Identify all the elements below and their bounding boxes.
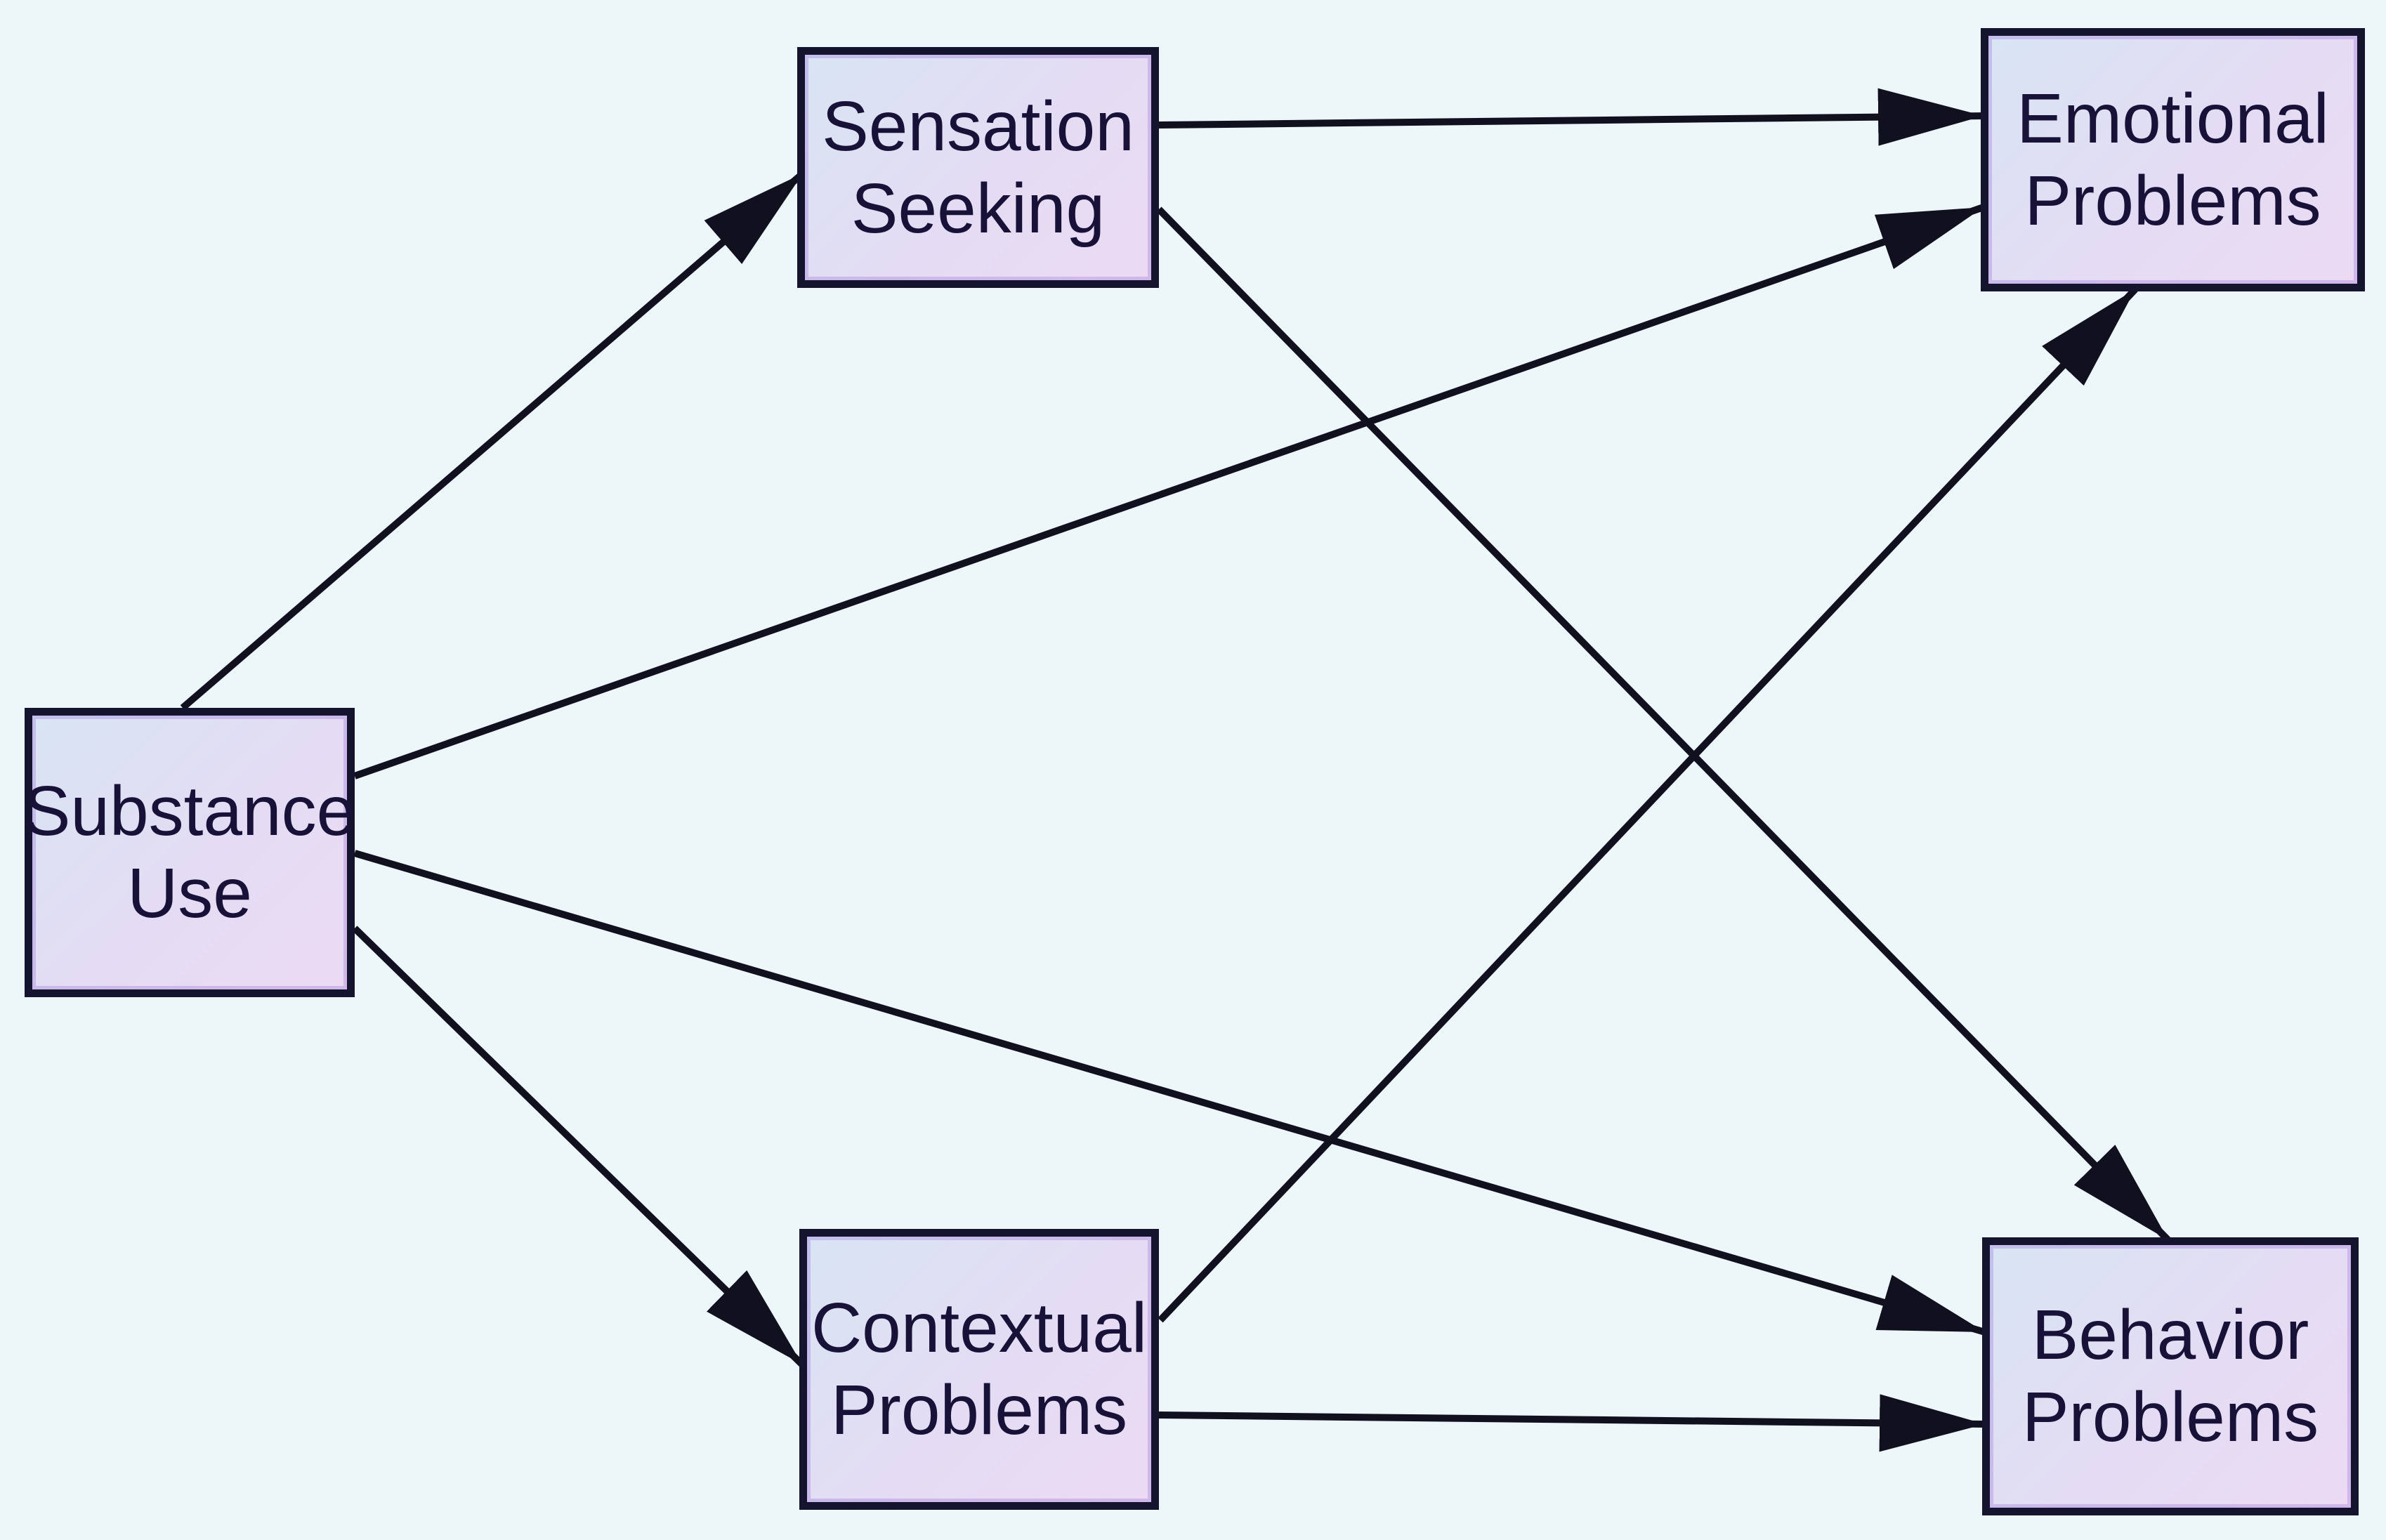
node-emotional-problems: Emotional Problems bbox=[1981, 28, 2365, 291]
node-emotional-problems-label-line2: Problems bbox=[2024, 161, 2321, 240]
node-emotional-problems-label-line1: Emotional bbox=[2017, 79, 2329, 158]
node-behavior-problems-label-line2: Problems bbox=[2021, 1378, 2319, 1456]
arrow-substance-use-to-contextual-problems bbox=[352, 926, 805, 1367]
node-contextual-problems: Contextual Problems bbox=[799, 1229, 1159, 1510]
arrow-substance-use-to-sensation-seeking bbox=[180, 171, 806, 711]
node-sensation-seeking: Sensation Seeking bbox=[797, 47, 1159, 288]
arrow-substance-use-to-behavior-problems bbox=[353, 850, 1986, 1336]
node-substance-use-label-line1: Substance bbox=[23, 772, 356, 850]
arrow-contextual-problems-to-emotional-problems bbox=[1158, 287, 2138, 1323]
node-substance-use-label-line2: Use bbox=[127, 854, 252, 933]
node-sensation-seeking-label-line2: Seeking bbox=[851, 169, 1106, 248]
arrow-sensation-seeking-to-behavior-problems bbox=[1156, 206, 2171, 1243]
node-contextual-problems-label-line2: Problems bbox=[830, 1371, 1128, 1449]
node-substance-use: Substance Use bbox=[23, 708, 356, 997]
node-contextual-problems-label-line1: Contextual bbox=[811, 1289, 1148, 1367]
arrow-contextual-problems-to-behavior-problems bbox=[1158, 1394, 1986, 1452]
node-behavior-problems: Behavior Problems bbox=[1982, 1237, 2359, 1515]
node-behavior-problems-label-line1: Behavior bbox=[2031, 1296, 2309, 1374]
arrow-sensation-seeking-to-emotional-problems bbox=[1158, 88, 1984, 146]
node-sensation-seeking-label-line1: Sensation bbox=[822, 86, 1134, 166]
arrow-substance-use-to-emotional-problems bbox=[353, 204, 1985, 779]
